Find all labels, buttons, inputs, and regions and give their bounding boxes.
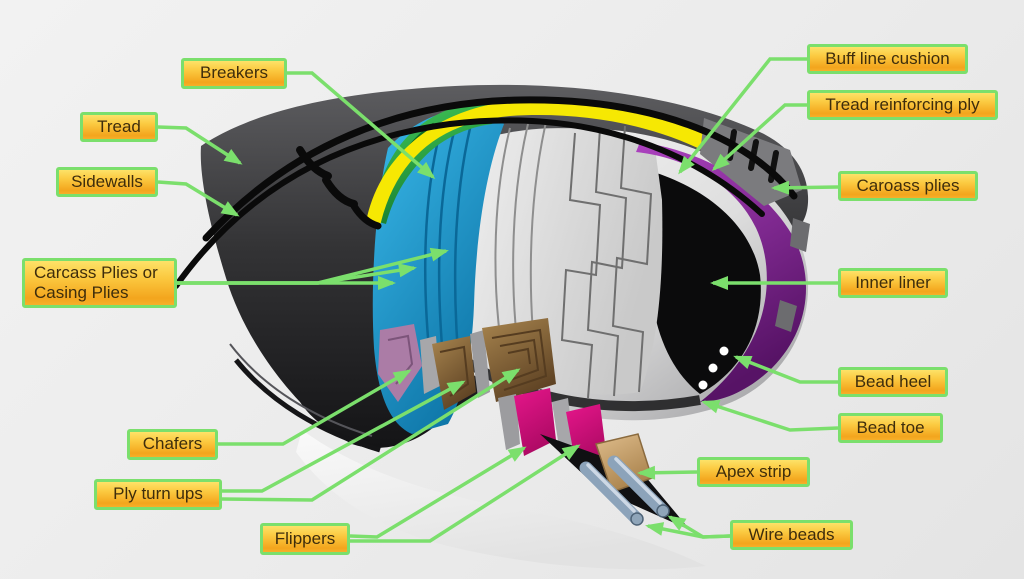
leader-arrow-ply-turn-ups: [221, 368, 521, 502]
wire-bead-cylinders: [579, 455, 670, 526]
leader-arrow-sidewalls: [157, 180, 240, 217]
leader-arrow-bead-heel: [733, 355, 838, 384]
leader-arrow-ply-turn-ups: [222, 380, 466, 493]
leader-arrow-tread-reinforcing-ply: [711, 103, 807, 172]
leader-lines-layer: [157, 57, 839, 543]
leader-arrow-wire-beads: [645, 522, 731, 539]
chafer-large-lines: [491, 328, 548, 391]
leader-arrow-breakers: [287, 71, 436, 179]
leader-arrow-bead-toe: [701, 399, 839, 432]
tire-interior-shadow: [640, 168, 761, 394]
flipper-block-1: [514, 388, 556, 456]
rim-edge-bumps: [775, 218, 810, 332]
leader-arrow-buff-line-cushion: [678, 57, 807, 175]
leader-arrow-caroass-plies: [771, 180, 839, 195]
leader-arrow-flippers: [350, 444, 581, 543]
carcass-zigzag-lines: [560, 125, 653, 399]
sidewall-grooves: [229, 343, 381, 453]
carcass-plies-ring: [636, 142, 807, 402]
lower-bead-seat-surface: [296, 430, 706, 570]
block-gap-3: [498, 394, 520, 450]
leader-arrow-flippers: [349, 446, 527, 539]
leader-arrow-chafers: [218, 369, 412, 446]
leader-arrow-apex-strip: [637, 465, 698, 480]
block-gap-2: [470, 330, 490, 398]
bead-dots: [698, 346, 729, 390]
leader-arrow-tread: [157, 125, 243, 165]
buff-line-cushion-layer: [366, 98, 770, 226]
